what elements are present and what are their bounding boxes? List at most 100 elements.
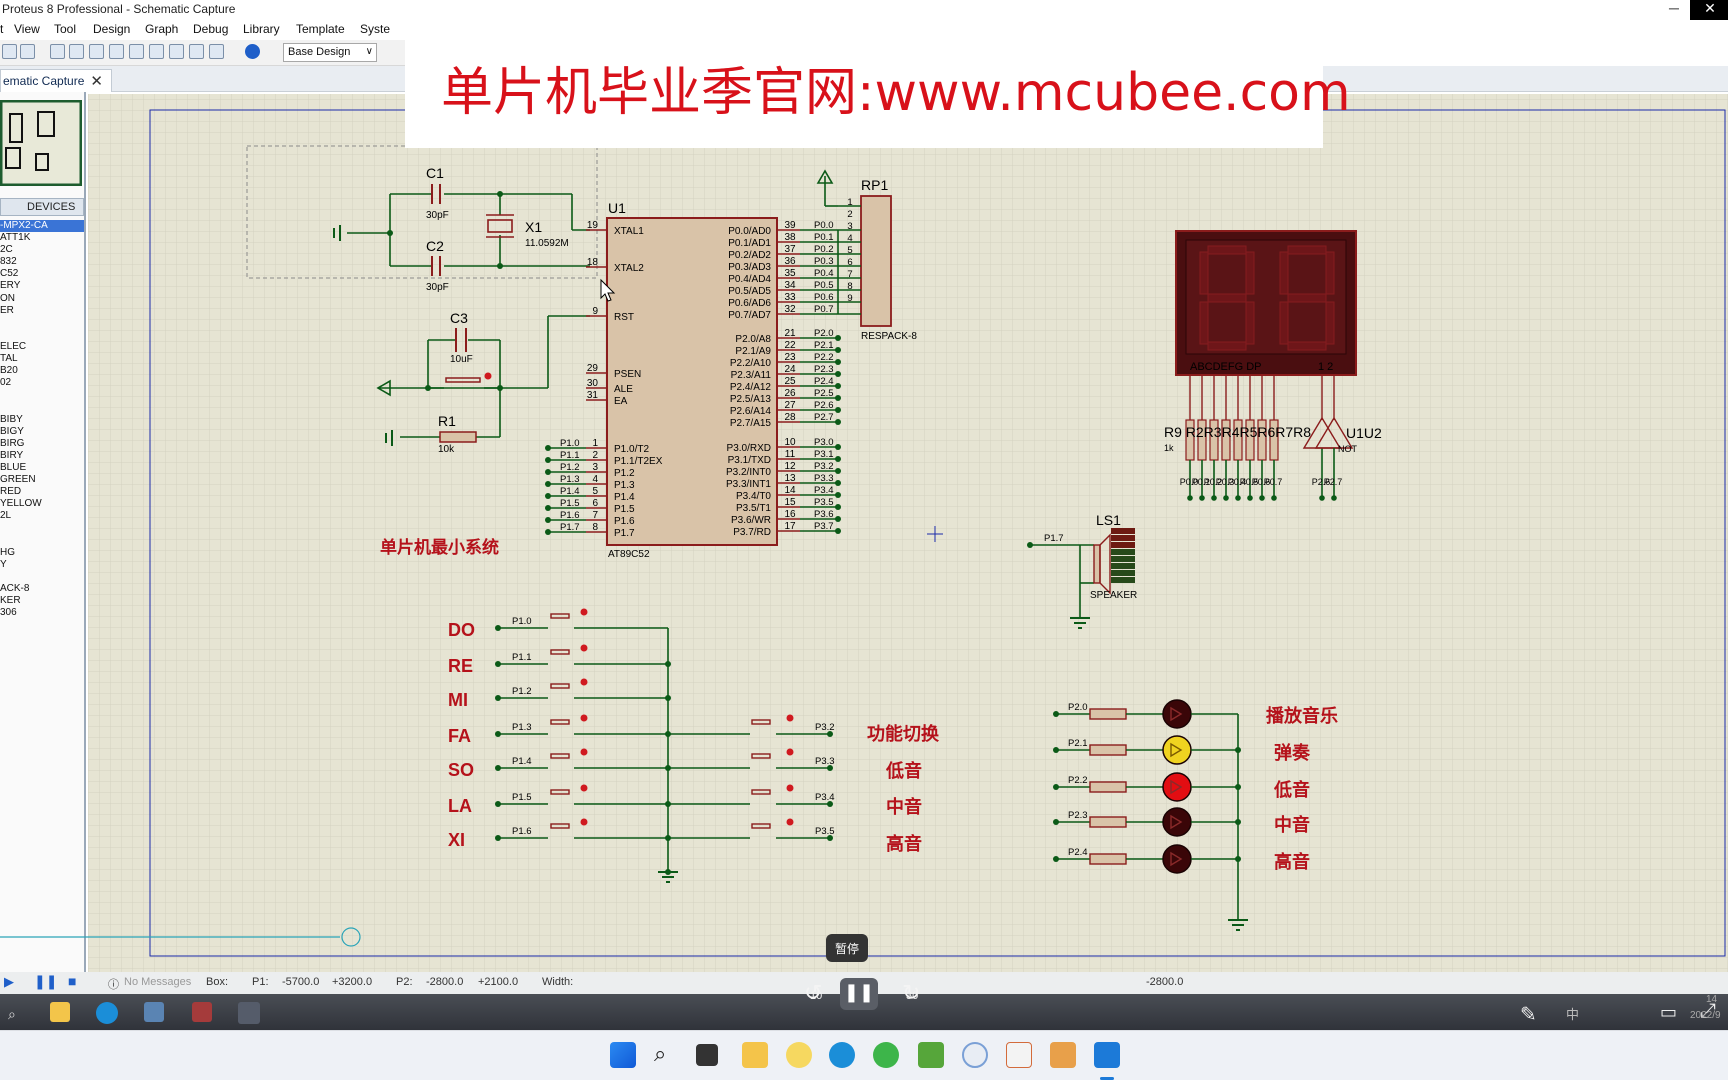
menu-tool[interactable]: Tool xyxy=(54,22,77,36)
device-item[interactable]: C52 xyxy=(0,268,19,280)
file-explorer-icon[interactable] xyxy=(742,1042,768,1068)
notes-icon[interactable] xyxy=(169,44,184,59)
forward-icon[interactable]: ↻ xyxy=(902,980,921,1005)
device-item[interactable]: RED xyxy=(0,486,22,498)
app-icon-2[interactable] xyxy=(192,1002,212,1022)
device-item[interactable]: BIGY xyxy=(0,425,24,437)
pause-button[interactable]: ❚❚ xyxy=(840,978,878,1010)
stop-sim-icon[interactable]: ■ xyxy=(68,973,77,989)
display-seg-label: ABCDEFG DP xyxy=(1190,361,1262,373)
menu-system[interactable]: Syste xyxy=(360,22,391,36)
device-item[interactable]: B20 xyxy=(0,365,18,377)
help-icon[interactable] xyxy=(245,44,260,59)
u1-pin-name: P2.4/A12 xyxy=(730,382,772,393)
menu-template-2[interactable]: Template xyxy=(296,22,345,36)
explorer-icon[interactable] xyxy=(50,1002,70,1022)
device-item[interactable]: BIRY xyxy=(0,449,24,461)
app-icon-1[interactable] xyxy=(144,1002,164,1022)
bom-icon[interactable] xyxy=(149,44,164,59)
menu-design[interactable]: Design xyxy=(93,22,131,36)
junction-dot xyxy=(545,517,551,523)
close-tab-icon[interactable]: ✕ xyxy=(90,73,103,90)
source-icon[interactable] xyxy=(189,44,204,59)
overview-preview[interactable] xyxy=(0,100,82,186)
document-icon[interactable] xyxy=(209,44,224,59)
menu-library[interactable]: Library xyxy=(243,22,280,36)
segment-net-dot xyxy=(1223,495,1229,501)
task-view-icon[interactable] xyxy=(696,1044,718,1066)
device-item[interactable]: -MPX2-CA xyxy=(0,220,84,233)
powerpoint-icon[interactable] xyxy=(1006,1042,1032,1068)
schematic-icon[interactable] xyxy=(69,44,84,59)
pause-sim-icon[interactable]: ❚❚ xyxy=(34,973,58,989)
device-item[interactable]: BIBY xyxy=(0,413,23,425)
app-photos-icon[interactable] xyxy=(962,1042,988,1068)
device-item[interactable]: YELLOW xyxy=(0,498,42,510)
edge-taskbar-icon[interactable] xyxy=(829,1042,855,1068)
u1-chip-body xyxy=(606,217,778,546)
title-bar: Proteus 8 Professional - Schematic Captu… xyxy=(0,0,1728,20)
save-icon[interactable] xyxy=(2,44,17,59)
rewind-icon[interactable]: ↺ xyxy=(804,980,823,1005)
device-item[interactable]: TAL xyxy=(0,353,18,365)
device-item[interactable]: 2C xyxy=(0,244,13,256)
gerber-icon[interactable] xyxy=(109,44,124,59)
u1-pin-number: 26 xyxy=(784,388,796,399)
u1-pin-name: P3.1/TXD xyxy=(728,455,771,466)
device-item[interactable]: 02 xyxy=(0,377,12,389)
screen-icon[interactable]: ▭ xyxy=(1660,1002,1678,1022)
design-select[interactable]: Base Design ∨ xyxy=(283,43,377,62)
import-icon[interactable] xyxy=(20,44,35,59)
menu-debug[interactable]: Debug xyxy=(193,22,229,36)
menu-graph[interactable]: Graph xyxy=(145,22,179,36)
device-item[interactable]: GREEN xyxy=(0,473,36,485)
close-window-button[interactable]: ✕ xyxy=(1690,0,1728,20)
device-item[interactable]: HG xyxy=(0,546,15,558)
device-item[interactable]: 306 xyxy=(0,607,17,618)
search-icon[interactable]: ⌕ xyxy=(8,1006,16,1022)
u1-pin-name: P1.1/T2EX xyxy=(614,456,663,467)
device-item[interactable]: ACK-8 xyxy=(0,582,30,594)
junction-dot xyxy=(835,480,841,486)
ime-indicator[interactable]: 中 xyxy=(1566,1007,1580,1022)
proteus-icon[interactable] xyxy=(238,1002,260,1024)
menu-template[interactable]: t xyxy=(0,22,4,36)
p1-y: +3200.0 xyxy=(332,976,373,988)
device-item[interactable]: ATT1K xyxy=(0,232,31,244)
device-item[interactable]: KER xyxy=(0,594,21,606)
device-item[interactable]: Y xyxy=(0,558,7,570)
junction-dot xyxy=(1053,784,1059,790)
u1-pin-name: P0.3/AD3 xyxy=(728,262,771,273)
device-item[interactable]: BIRG xyxy=(0,437,25,449)
func-net-label: P3.2 xyxy=(815,722,835,733)
play-icon[interactable]: ▶ xyxy=(4,974,14,989)
speaker-app-icon[interactable] xyxy=(1050,1042,1076,1068)
3d-icon[interactable] xyxy=(129,44,144,59)
u1-pin-name: P3.6/WR xyxy=(731,515,771,526)
messages-status[interactable]: No Messages xyxy=(124,976,192,988)
fullscreen-icon[interactable]: ⤢ xyxy=(1700,1000,1716,1022)
home-icon[interactable] xyxy=(50,44,65,59)
edge-icon[interactable] xyxy=(96,1002,118,1024)
device-item[interactable]: 2L xyxy=(0,510,12,522)
tab-schematic-capture[interactable]: ematic Capture ✕ xyxy=(0,69,112,92)
menu-view[interactable]: View xyxy=(14,22,40,36)
device-item[interactable]: BLUE xyxy=(0,461,27,473)
device-item[interactable]: ELEC xyxy=(0,340,27,352)
browser-icon[interactable] xyxy=(873,1042,899,1068)
pen-icon[interactable]: ✎ xyxy=(1520,1004,1537,1026)
weather-icon[interactable] xyxy=(786,1042,812,1068)
video-app-icon[interactable] xyxy=(1094,1042,1120,1068)
pcb-icon[interactable] xyxy=(89,44,104,59)
minimize-button[interactable]: ─ xyxy=(1669,0,1679,16)
search-taskbar-icon[interactable]: ⌕ xyxy=(654,1041,667,1066)
device-item[interactable]: 832 xyxy=(0,256,17,268)
device-item[interactable]: ER xyxy=(0,304,14,316)
device-item[interactable]: ERY xyxy=(0,280,21,292)
start-icon[interactable] xyxy=(610,1042,636,1068)
u1-pin-name: P1.7 xyxy=(614,528,635,539)
rp1-respack xyxy=(860,195,892,327)
app-green-icon[interactable] xyxy=(918,1042,944,1068)
device-item[interactable]: ON xyxy=(0,292,15,304)
